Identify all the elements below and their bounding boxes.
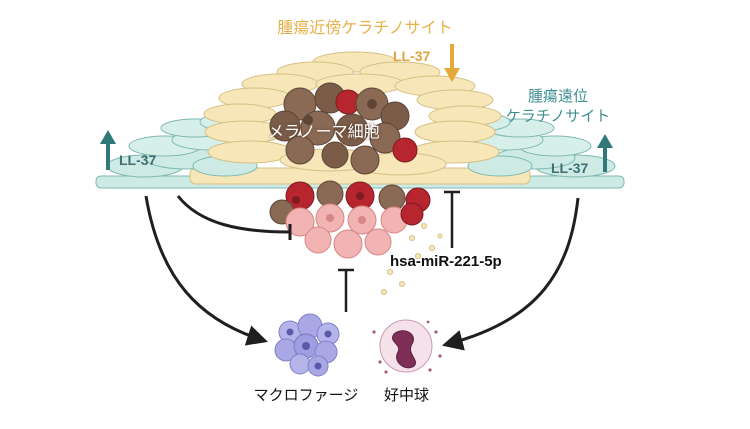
distal-label-line1: 腫瘍遠位	[527, 87, 588, 105]
proximal-keratinocytes-label: 腫瘍近傍ケラチノサイト	[277, 18, 453, 37]
recruit-arrow-left	[144, 195, 268, 346]
melanoma-cells-label: メラノーマ細胞	[268, 122, 380, 141]
macrophage-icon	[274, 313, 340, 377]
ll37-distal-right-label: LL-37	[551, 160, 589, 176]
inhibition-left	[176, 195, 291, 234]
invasive-tumor	[269, 180, 431, 259]
ll37-proximal-label: LL-37	[393, 48, 431, 64]
neutrophil-label: 好中球	[384, 386, 430, 404]
mirna-label: hsa-miR-221-5p	[390, 253, 502, 270]
exosome-dots	[381, 223, 443, 295]
ll37-up-arrow-right	[597, 134, 613, 172]
ll37-distal-left-label: LL-37	[119, 152, 157, 168]
ll37-up-arrow-left	[100, 130, 116, 170]
distal-keratinocytes-label: 腫瘍遠位 ケラチノサイト	[488, 86, 628, 126]
neutrophil-icon	[372, 319, 442, 374]
distal-label-line2: ケラチノサイト	[505, 107, 611, 125]
melanoma-cluster	[269, 82, 418, 175]
ll37-down-arrow	[444, 44, 460, 82]
recruit-arrow-right	[441, 197, 580, 351]
macrophage-label: マクロファージ	[253, 386, 359, 404]
